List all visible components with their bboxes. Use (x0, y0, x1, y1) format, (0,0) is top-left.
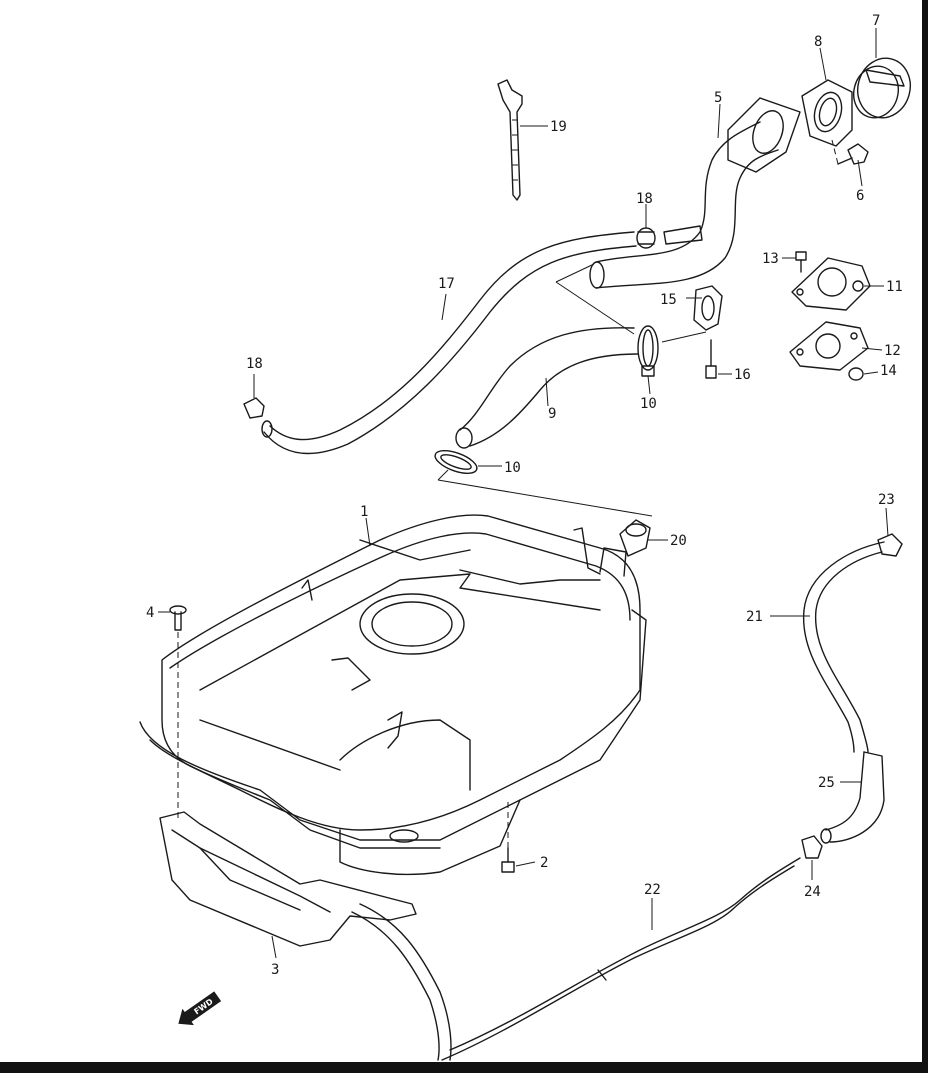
part-21-hose (802, 541, 885, 753)
callout-18-upper: 18 (636, 191, 653, 207)
callout-18-lower: 18 (246, 356, 263, 372)
part-13-screw (795, 251, 807, 273)
callout-14: 14 (880, 363, 897, 379)
callout-8: 8 (814, 34, 822, 50)
part-9-filler-hose (455, 327, 639, 449)
callout-23: 23 (878, 492, 895, 508)
callout-20: 20 (670, 533, 687, 549)
callout-16: 16 (734, 367, 751, 383)
callout-13: 13 (762, 251, 779, 267)
bottom-bar (0, 1062, 928, 1073)
part-11-plate (791, 257, 871, 311)
part-10-clamp-upper (637, 325, 659, 377)
callout-numbers: 1 2 3 4 5 6 7 8 9 10 10 11 12 13 14 15 1… (146, 13, 903, 978)
callout-19: 19 (550, 119, 567, 135)
part-23-clip (877, 533, 903, 557)
part-10-clamp-lower (434, 449, 478, 475)
leader-lines (158, 28, 889, 959)
part-20-valve (619, 519, 651, 557)
callout-21: 21 (746, 609, 763, 625)
part-14-nut (848, 367, 864, 381)
part-3-protector (159, 811, 417, 947)
part-19-cable-tie (497, 79, 523, 201)
part-7-fuel-cap (853, 57, 911, 119)
callout-6: 6 (856, 188, 864, 204)
callout-24: 24 (804, 884, 821, 900)
callout-7: 7 (872, 13, 880, 29)
part-4-screw (169, 605, 187, 820)
callout-4: 4 (146, 605, 154, 621)
part-18-clip-lower (243, 397, 265, 419)
part-24-clip (801, 835, 823, 859)
callout-15: 15 (660, 292, 677, 308)
callout-10-lower: 10 (504, 460, 521, 476)
part-16-bolt (705, 339, 717, 379)
part-2-bolt (501, 800, 515, 873)
part-8-gasket (801, 79, 853, 147)
callout-9: 9 (548, 406, 556, 422)
part-6-screw (831, 139, 869, 165)
part-17-breather-hose (261, 231, 637, 455)
part-18-clip-upper (636, 227, 656, 249)
part-12-gasket (789, 321, 869, 371)
callout-22: 22 (644, 882, 661, 898)
part-25-hose (820, 751, 885, 844)
callout-10-upper: 10 (640, 396, 657, 412)
part-1-fuel-tank (139, 514, 647, 876)
callout-11: 11 (886, 279, 903, 295)
part-15-bracket (693, 285, 723, 331)
right-border (922, 0, 928, 1062)
callout-12: 12 (884, 343, 901, 359)
fwd-arrow: FWD (178, 991, 222, 1026)
part-22-pipe (351, 857, 801, 1061)
callout-17: 17 (438, 276, 455, 292)
part-5-filler-neck (589, 97, 801, 289)
callout-2: 2 (540, 855, 548, 871)
callout-3: 3 (271, 962, 279, 978)
callout-5: 5 (714, 90, 722, 106)
alignment-lines (437, 263, 707, 517)
callout-25: 25 (818, 775, 835, 791)
callout-1: 1 (360, 504, 368, 520)
